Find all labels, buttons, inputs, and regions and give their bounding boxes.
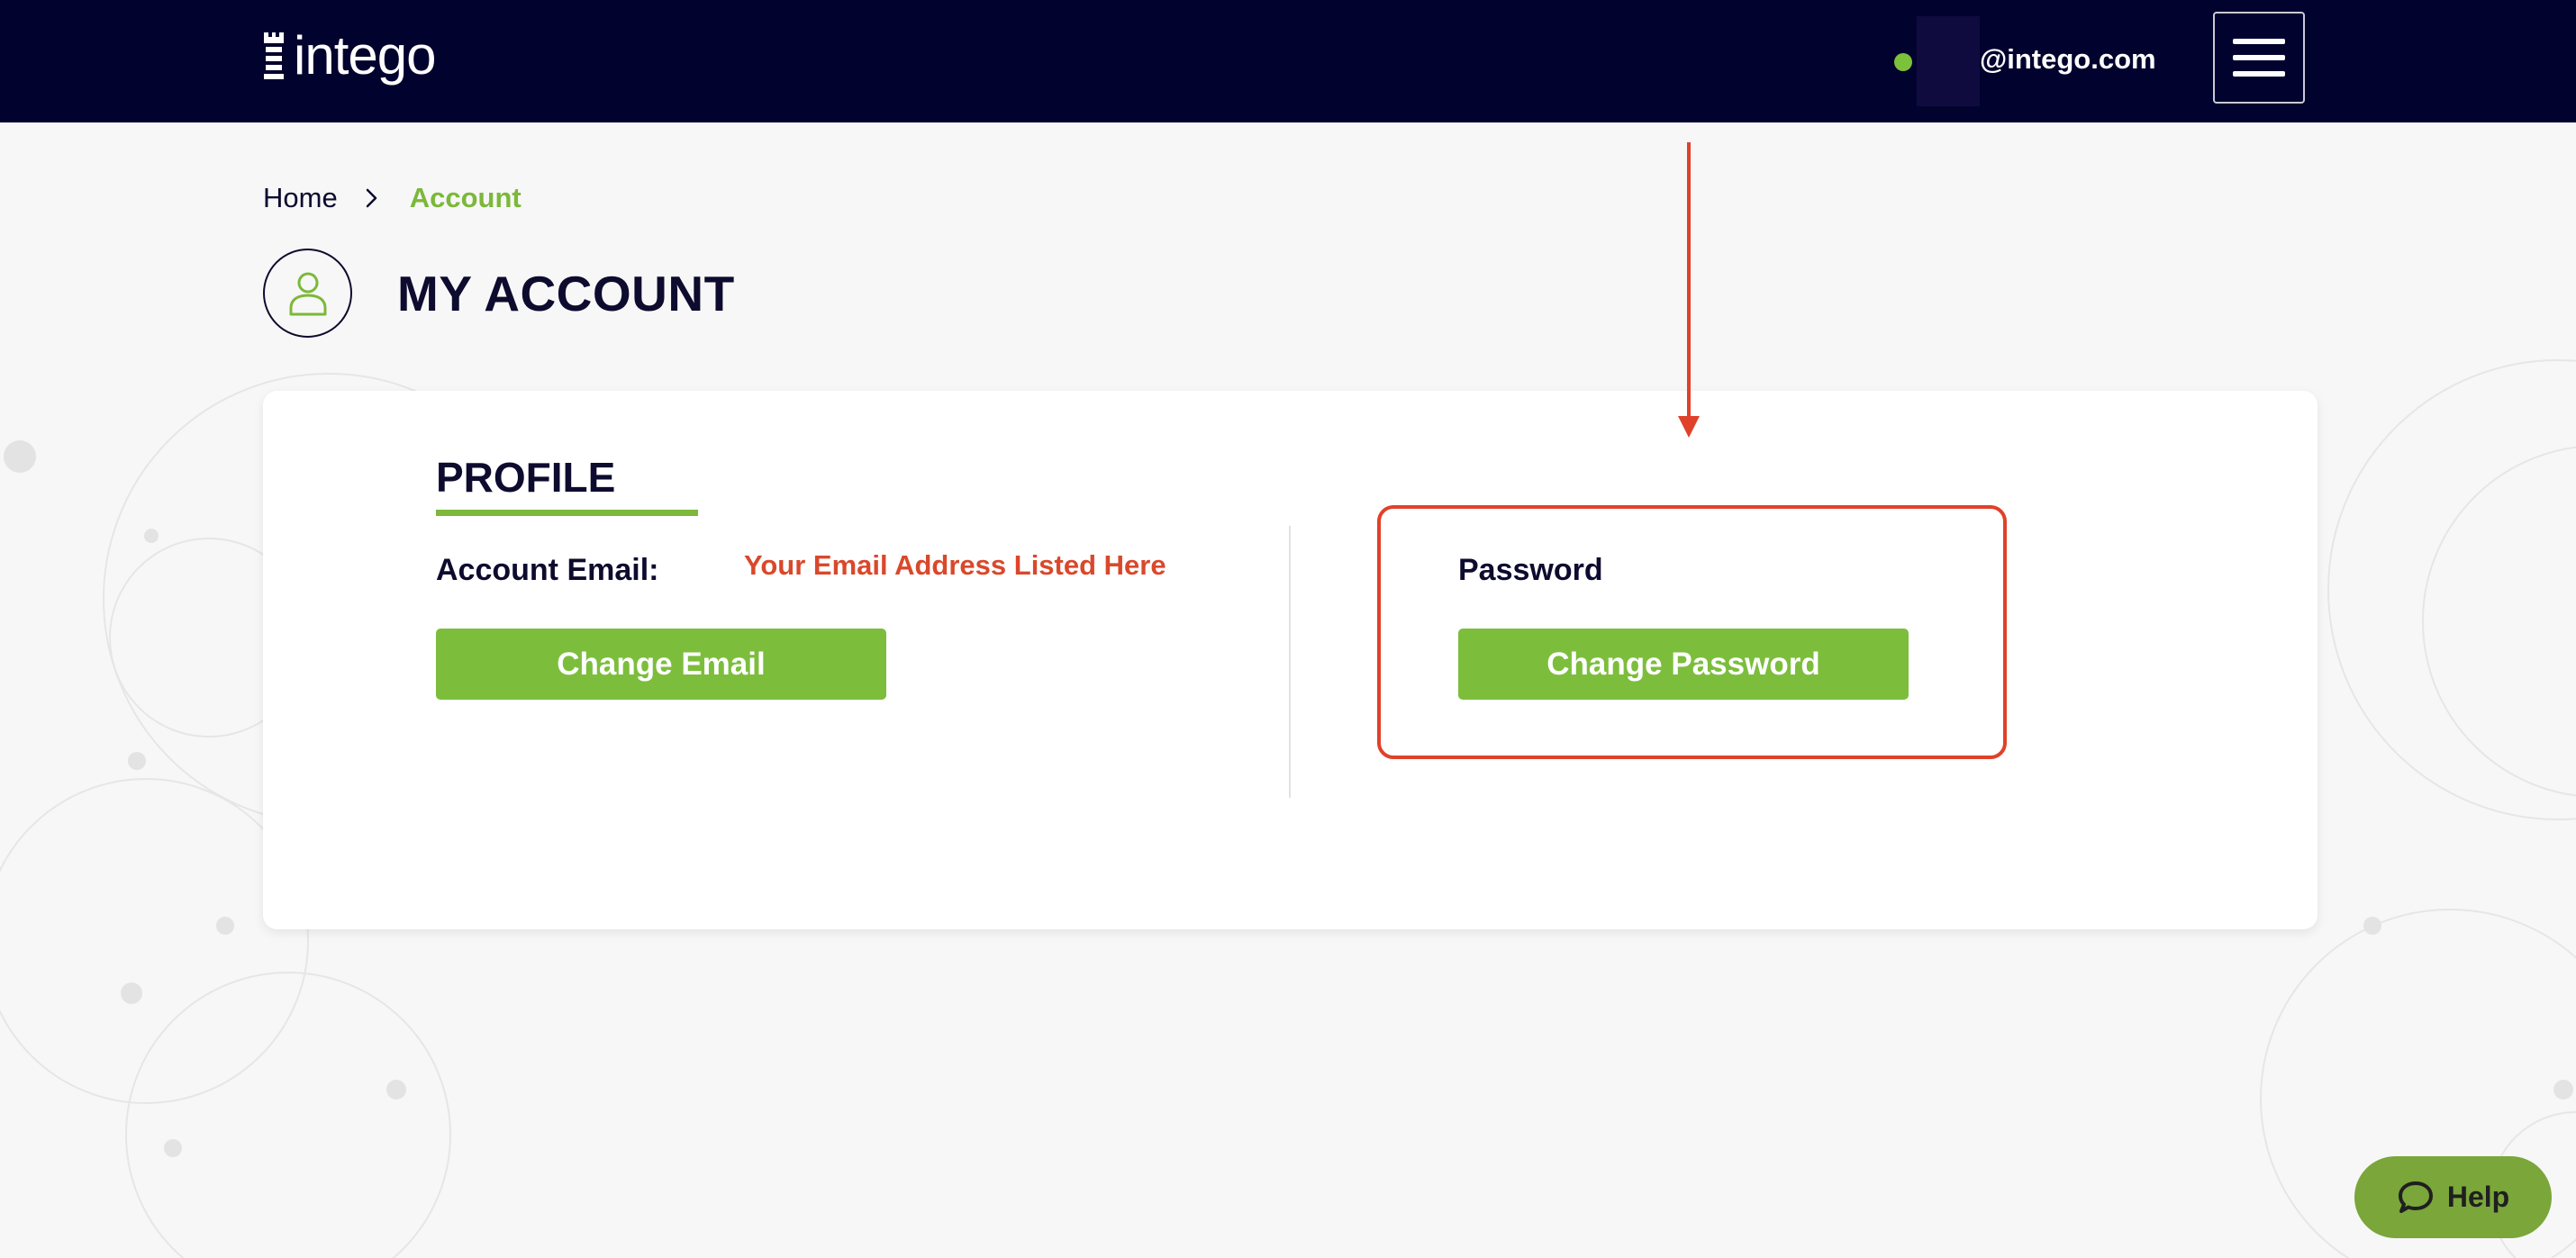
rook-icon <box>264 32 284 79</box>
intego-logo[interactable]: intego <box>263 25 436 86</box>
annotation-highlight-box <box>1377 505 2007 759</box>
hamburger-icon <box>2233 71 2285 77</box>
help-button[interactable]: Help <box>2354 1156 2552 1238</box>
breadcrumb: Home Account <box>263 180 522 216</box>
account-email-value: Your Email Address Listed Here <box>744 549 1166 581</box>
page-header: MY ACCOUNT <box>263 249 735 338</box>
hamburger-menu-button[interactable] <box>2213 12 2305 104</box>
change-password-button[interactable]: Change Password <box>1458 629 1909 700</box>
help-label: Help <box>2446 1181 2510 1213</box>
change-email-button[interactable]: Change Email <box>436 629 886 700</box>
breadcrumb-home-link[interactable]: Home <box>263 182 338 213</box>
hamburger-icon <box>2233 39 2285 44</box>
avatar <box>263 249 352 338</box>
profile-card: PROFILE Account Email: Your Email Addres… <box>263 391 2317 929</box>
chevron-right-icon <box>366 188 376 208</box>
page-title: MY ACCOUNT <box>397 265 735 321</box>
user-email[interactable]: @intego.com <box>1980 43 2156 75</box>
password-label: Password <box>1458 553 1603 587</box>
chat-bubble-icon <box>2398 1181 2433 1213</box>
redacted-username <box>1917 16 1980 106</box>
column-divider <box>1289 526 1291 798</box>
annotation-arrow <box>1687 142 1691 421</box>
user-icon <box>289 272 326 315</box>
breadcrumb-current: Account <box>409 182 522 213</box>
account-email-label: Account Email: <box>436 553 659 587</box>
online-status-indicator <box>1894 53 1912 71</box>
section-underline <box>436 510 698 516</box>
top-navigation-bar: intego @intego.com <box>0 0 2576 122</box>
logo-wordmark: intego <box>294 25 436 86</box>
annotation-arrow-head <box>1678 416 1700 438</box>
profile-section-title: PROFILE <box>436 454 616 501</box>
hamburger-icon <box>2233 55 2285 60</box>
